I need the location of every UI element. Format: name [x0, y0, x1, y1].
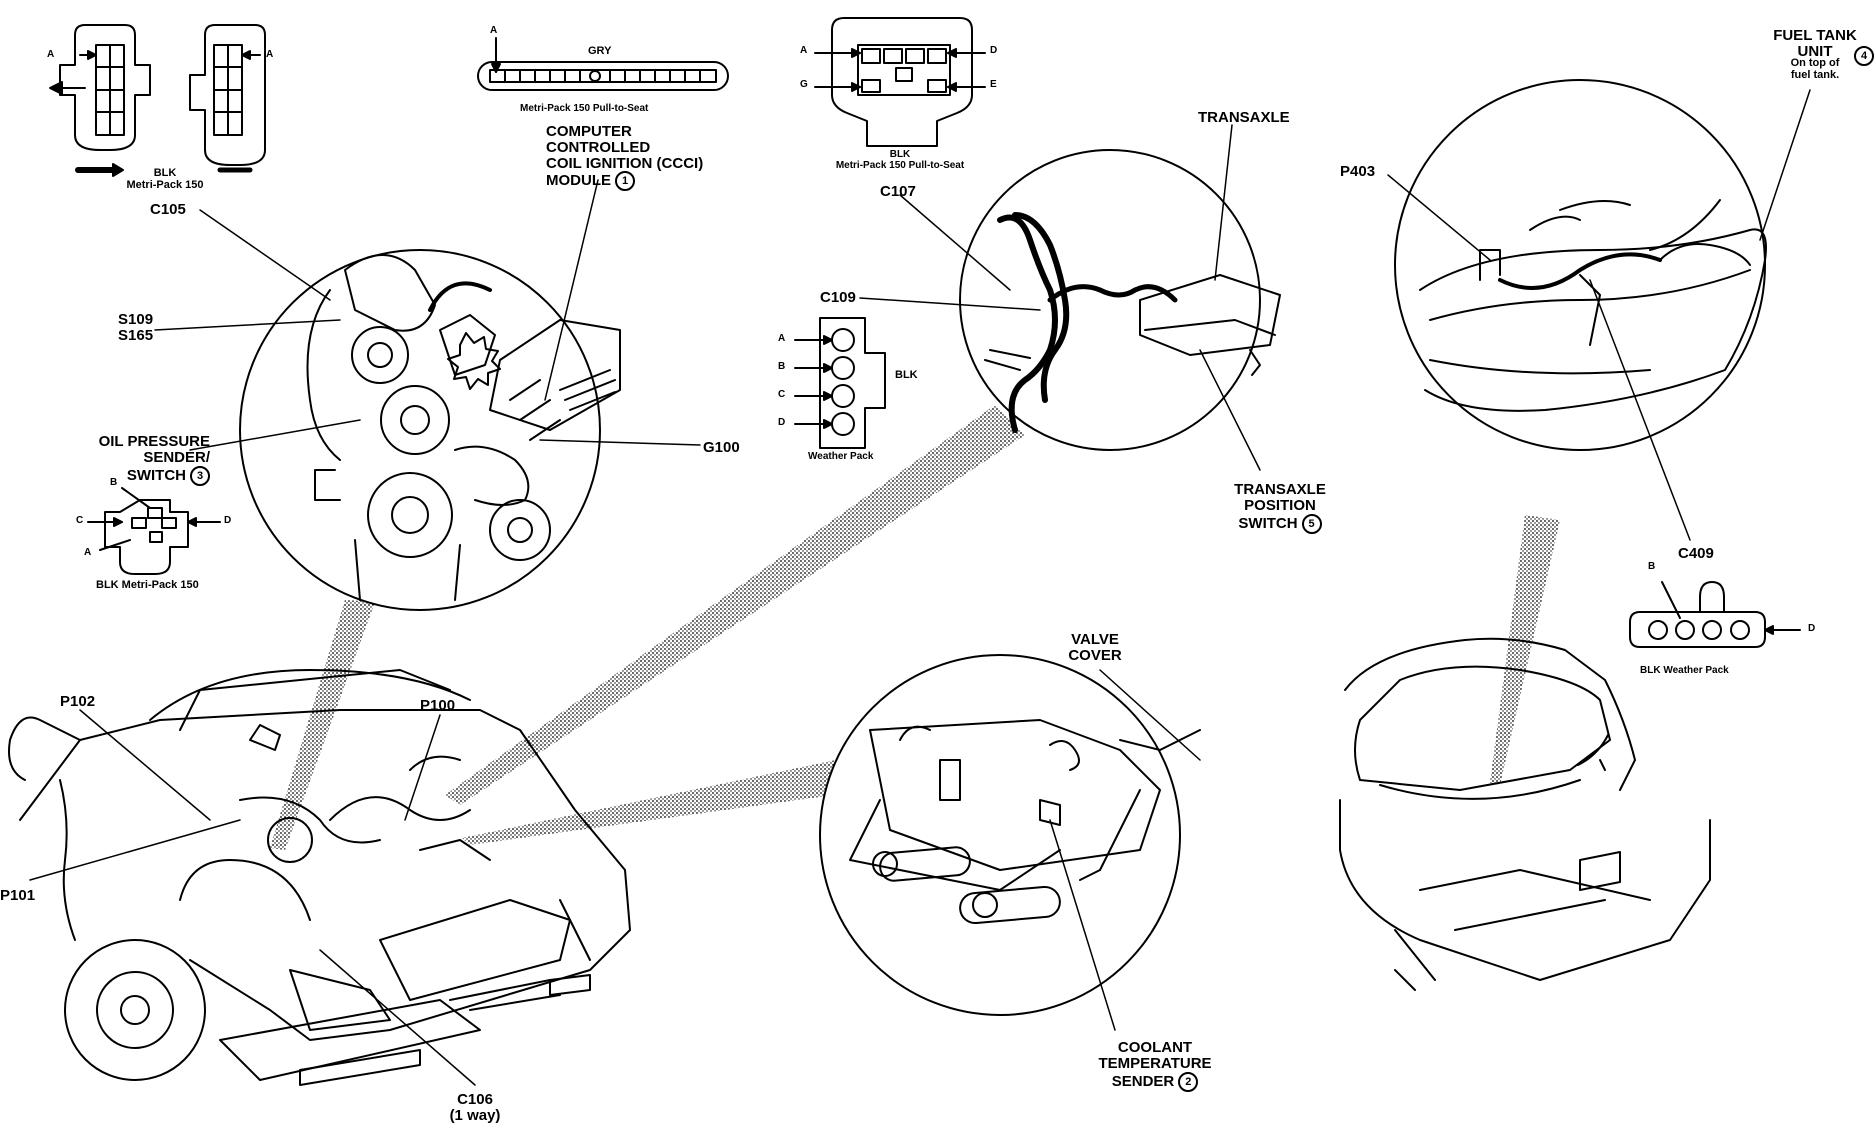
c105-label: C105	[150, 201, 186, 218]
oil-line-1: OIL PRESSURE	[98, 433, 210, 450]
c409-connector-type: BLK Weather Pack	[1640, 665, 1729, 676]
leader-lines	[29, 89, 1811, 1086]
pin-a-label: A	[84, 547, 92, 558]
c109-connector-type: Weather Pack	[808, 451, 874, 462]
c105-connector-drawing	[49, 24, 266, 177]
p102-label: P102	[60, 693, 96, 710]
pin-a-label: A	[800, 45, 808, 56]
tps-line-1: TRANSAXLE	[1234, 481, 1326, 498]
oil-line-3: SWITCH	[126, 466, 186, 484]
c409-label: C409	[1678, 545, 1714, 562]
p403-label: P403	[1340, 163, 1376, 180]
c107-label: C107	[880, 183, 916, 200]
g100-label: G100	[703, 439, 740, 456]
ccci-line-4: MODULE	[546, 172, 611, 190]
engine-detail-circle	[239, 249, 601, 611]
ccci-callout-number: 1	[615, 171, 635, 192]
beam-transaxle-view	[445, 405, 1025, 805]
pin-g-label: G	[800, 79, 808, 90]
fuel-line-4: fuel tank.	[1790, 68, 1840, 81]
pin-b-label: B	[778, 361, 786, 372]
ccci-line-1: COMPUTER	[546, 123, 632, 140]
pin-d-label: D	[1808, 623, 1816, 634]
pin-d-label: D	[990, 45, 998, 56]
transaxle-detail-art	[984, 212, 1281, 433]
pin-d-label: D	[224, 515, 232, 526]
oil-callout-number: 3	[190, 465, 210, 486]
transaxle-detail-circle	[959, 149, 1261, 451]
valve-line-1: VALVE	[1071, 631, 1119, 648]
fuel-line-1: FUEL TANK	[1773, 27, 1857, 44]
pin-c-label: C	[76, 515, 84, 526]
beam-engine-view	[270, 600, 375, 850]
c109-color-label: BLK	[895, 369, 918, 381]
pin-a-label: A	[778, 333, 786, 344]
fuel-tank-detail-art	[1419, 199, 1767, 412]
fuel-line-2: UNIT	[1797, 42, 1833, 60]
oil-connector-type: BLK Metri-Pack 150	[96, 579, 199, 591]
tps-callout-number: 5	[1301, 513, 1322, 534]
tps-line-3: SWITCH	[1238, 514, 1298, 532]
ccci-line-2: CONTROLLED	[546, 138, 651, 156]
ccci-line-3: COIL IGNITION (CCCI)	[546, 154, 704, 172]
blk-text: BLK	[153, 167, 177, 179]
coolant-line-1: COOLANT	[1117, 1039, 1193, 1056]
blk-text: BLK	[889, 149, 911, 160]
fuel-tank-detail-circle	[1394, 79, 1766, 451]
c106-line-2: (1 way)	[449, 1106, 501, 1124]
gry-label: GRY	[588, 45, 612, 57]
fuel-tank-unit-label: FUEL TANK UNIT	[1765, 28, 1865, 60]
pin-a-label: A	[47, 49, 55, 60]
pin-a-label: A	[490, 25, 498, 36]
metri-pack-text: Metri-Pack 150	[126, 178, 204, 191]
pin-d-label: D	[778, 417, 786, 428]
pin-a-label: A	[266, 49, 274, 60]
c106-line-1: C106	[457, 1091, 493, 1108]
pin-c-label: C	[778, 389, 786, 400]
pin-b-label: B	[1648, 561, 1656, 572]
ccci-module-label: COMPUTER CONTROLLED COIL IGNITION (CCCI)…	[546, 123, 704, 192]
front-car-drawing	[8, 669, 631, 1086]
c109-connector-drawing	[794, 317, 886, 449]
coolant-line-2: TEMPERATURE	[1098, 1054, 1212, 1072]
fuel-callout-number: 4	[1854, 46, 1874, 66]
coolant-line-3: SENDER	[1111, 1072, 1175, 1090]
c107-connector-drawing	[814, 17, 986, 147]
p101-label: P101	[0, 887, 36, 904]
c409-connector-drawing	[1629, 581, 1801, 648]
c106-label: C106(1 way)	[440, 1092, 510, 1124]
oil-line-2: SENDER/	[143, 448, 210, 466]
ccci-connector-drawing	[477, 37, 729, 91]
engine-detail-art	[306, 254, 621, 601]
pull-to-seat-text: Metri-Pack 150 Pull-to-Seat	[835, 159, 965, 171]
transaxle-label: TRANSAXLE	[1198, 109, 1290, 126]
tps-line-2: POSITION	[1244, 496, 1316, 514]
rear-car-drawing	[1339, 637, 1711, 991]
ccci-connector-type: Metri-Pack 150 Pull-to-Seat	[520, 103, 649, 114]
s109-text: S109	[118, 311, 154, 328]
p100-label: P100	[420, 697, 456, 714]
valve-line-2: COVER	[1068, 646, 1122, 664]
c109-label: C109	[820, 289, 856, 306]
pin-e-label: E	[990, 79, 997, 90]
fuel-tank-location-note: On top of fuel tank.	[1765, 57, 1865, 81]
beam-coolant-view	[462, 755, 870, 845]
coolant-callout-number: 2	[1178, 1071, 1199, 1092]
coolant-detail-art	[849, 719, 1201, 925]
pin-b-label: B	[110, 477, 118, 488]
s165-text: S165	[118, 326, 154, 344]
oil-pressure-connector-drawing	[87, 487, 221, 575]
coolant-detail-circle	[819, 654, 1181, 1016]
fuel-line-3: On top of	[1790, 57, 1840, 69]
beam-fuel-view	[1490, 515, 1560, 785]
